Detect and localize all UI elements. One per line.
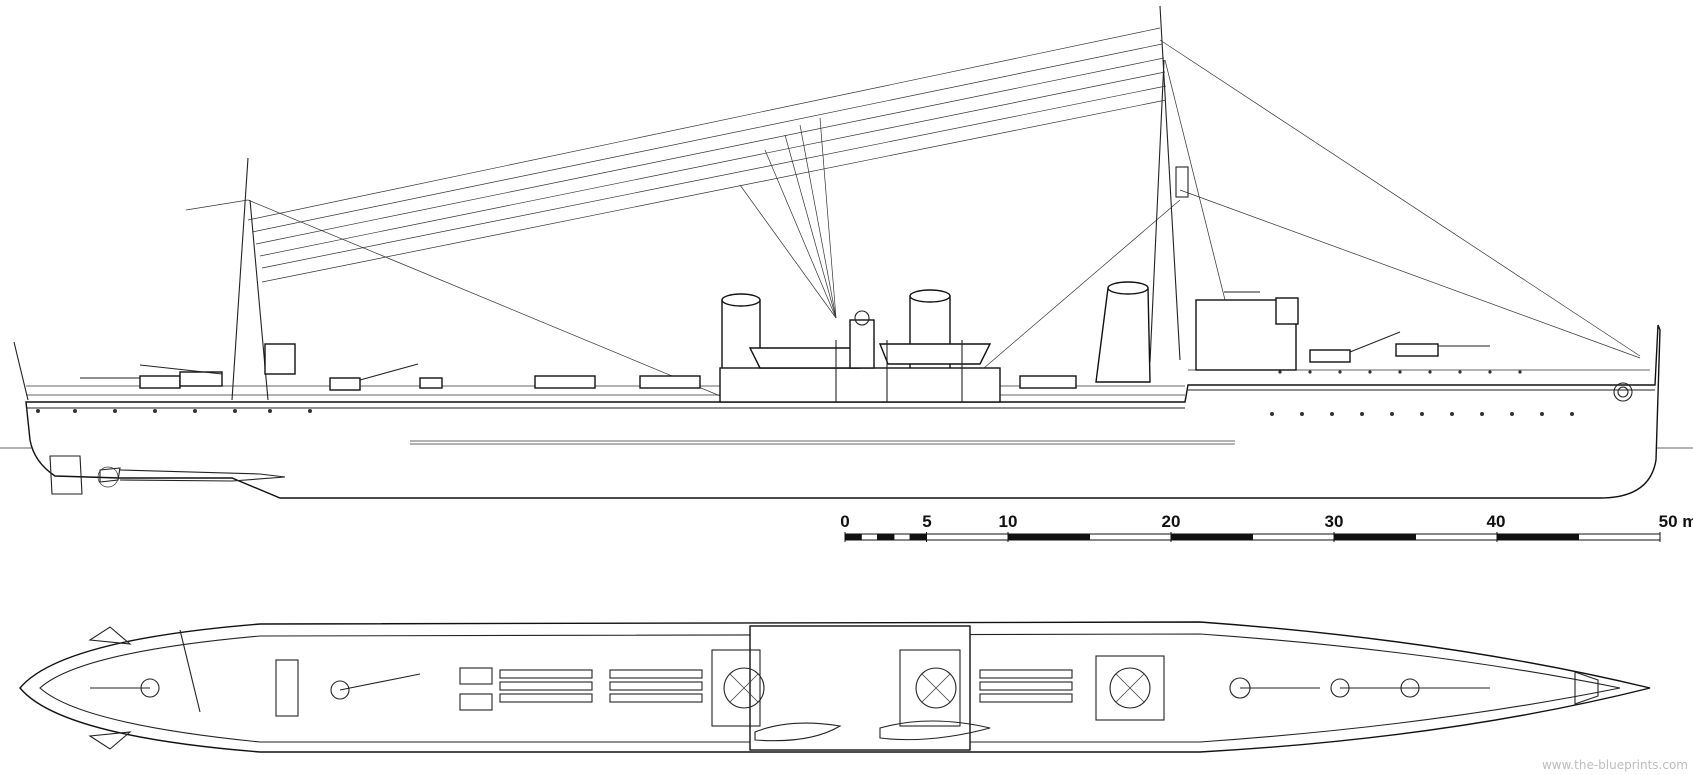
- scale-segment: [860, 533, 879, 541]
- scale-label-30: 30: [1325, 512, 1344, 531]
- scale-label-50: 50 m: [1659, 512, 1693, 531]
- deck-guns: [80, 331, 1490, 391]
- scale-label-20: 20: [1162, 512, 1181, 531]
- ship-side-profile: [0, 5, 1693, 499]
- ship-deck-plan: [19, 621, 1651, 753]
- scale-segment: [1007, 533, 1090, 541]
- scale-segment: [1333, 533, 1416, 541]
- scale-segment: [1578, 533, 1661, 541]
- scale-bar: 0 5 10 20 30 40 50 m: [840, 512, 1693, 542]
- torpedo-tubes: [499, 669, 1073, 703]
- scale-label-0: 0: [840, 512, 849, 531]
- scale-segment: [893, 533, 911, 541]
- scale-segment: [1252, 533, 1335, 541]
- plan-guns: [90, 629, 1490, 713]
- portholes: [36, 370, 1574, 416]
- scale-label-10: 10: [999, 512, 1018, 531]
- superstructure: [264, 291, 1299, 403]
- scale-segment: [1170, 533, 1253, 541]
- anchor-hawse-icon: [1613, 382, 1633, 402]
- antenna-wires: [247, 27, 1167, 319]
- scale-segment: [909, 533, 928, 541]
- scale-segment: [1089, 533, 1172, 541]
- hull-profile: [25, 324, 1661, 499]
- scale-segment: [877, 533, 895, 541]
- fore-mast: [969, 5, 1641, 381]
- scale-segment: [1415, 533, 1498, 541]
- scale-bar-segments: [844, 532, 1661, 542]
- scale-label-5: 5: [922, 512, 931, 531]
- scale-label-40: 40: [1487, 512, 1506, 531]
- scale-segment: [844, 533, 862, 541]
- watermark-text: www.the-blueprints.com: [1542, 758, 1688, 772]
- scale-segment: [1496, 533, 1579, 541]
- scale-segment: [926, 533, 1009, 541]
